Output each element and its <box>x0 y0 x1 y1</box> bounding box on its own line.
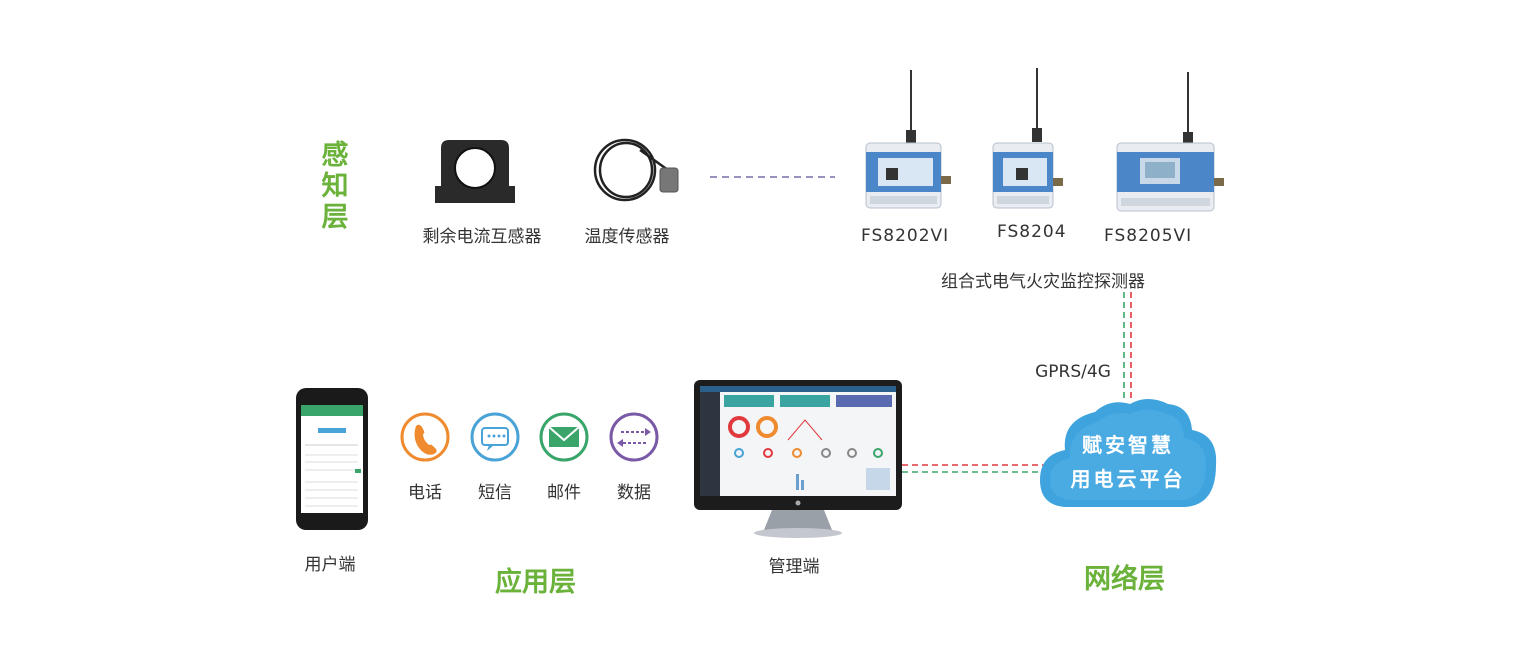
user-client-label: 用户端 <box>304 555 356 575</box>
monitor-device <box>694 380 902 538</box>
temperature-sensor-label: 温度传感器 <box>584 227 670 247</box>
cloud-title-line2: 用电云平台 <box>1070 467 1186 491</box>
channel-mail-label: 邮件 <box>547 483 581 503</box>
channel-phone-label: 电话 <box>408 483 442 503</box>
channel-data-label: 数据 <box>617 483 651 503</box>
cloud-shape <box>1040 399 1217 507</box>
temperature-sensor-device <box>593 138 679 202</box>
detector-model-label: FS8204 <box>997 222 1067 242</box>
network-layer-title: 网络层 <box>1084 564 1165 595</box>
detector-model-label: FS8202VI <box>861 226 950 246</box>
data-channel-icon <box>609 412 659 462</box>
smartphone-device <box>296 388 368 530</box>
detector-fs8202vi-device <box>865 70 951 209</box>
residual-ct-device <box>435 140 515 203</box>
mail-channel-icon <box>539 412 589 462</box>
detector-caption: 组合式电气火灾监控探测器 <box>941 272 1145 292</box>
admin-client-label: 管理端 <box>768 557 820 577</box>
detector-model-label: FS8205VI <box>1104 226 1193 246</box>
cloud-platform-title: 赋安智慧 用电云平台 <box>1053 428 1203 496</box>
perception-layer-title: 感知层 <box>321 140 349 233</box>
application-layer-title: 应用层 <box>495 567 576 598</box>
sms-channel-icon <box>470 412 520 462</box>
phone-channel-icon <box>400 412 450 462</box>
detector-fs8205vi-device <box>1116 72 1224 212</box>
gprs-4g-label: GPRS/4G <box>1035 362 1111 382</box>
cloud-title-line1: 赋安智慧 <box>1082 433 1174 457</box>
residual-ct-label: 剩余电流互感器 <box>422 227 542 247</box>
detector-fs8204-device <box>992 68 1063 209</box>
channel-sms-label: 短信 <box>478 483 512 503</box>
